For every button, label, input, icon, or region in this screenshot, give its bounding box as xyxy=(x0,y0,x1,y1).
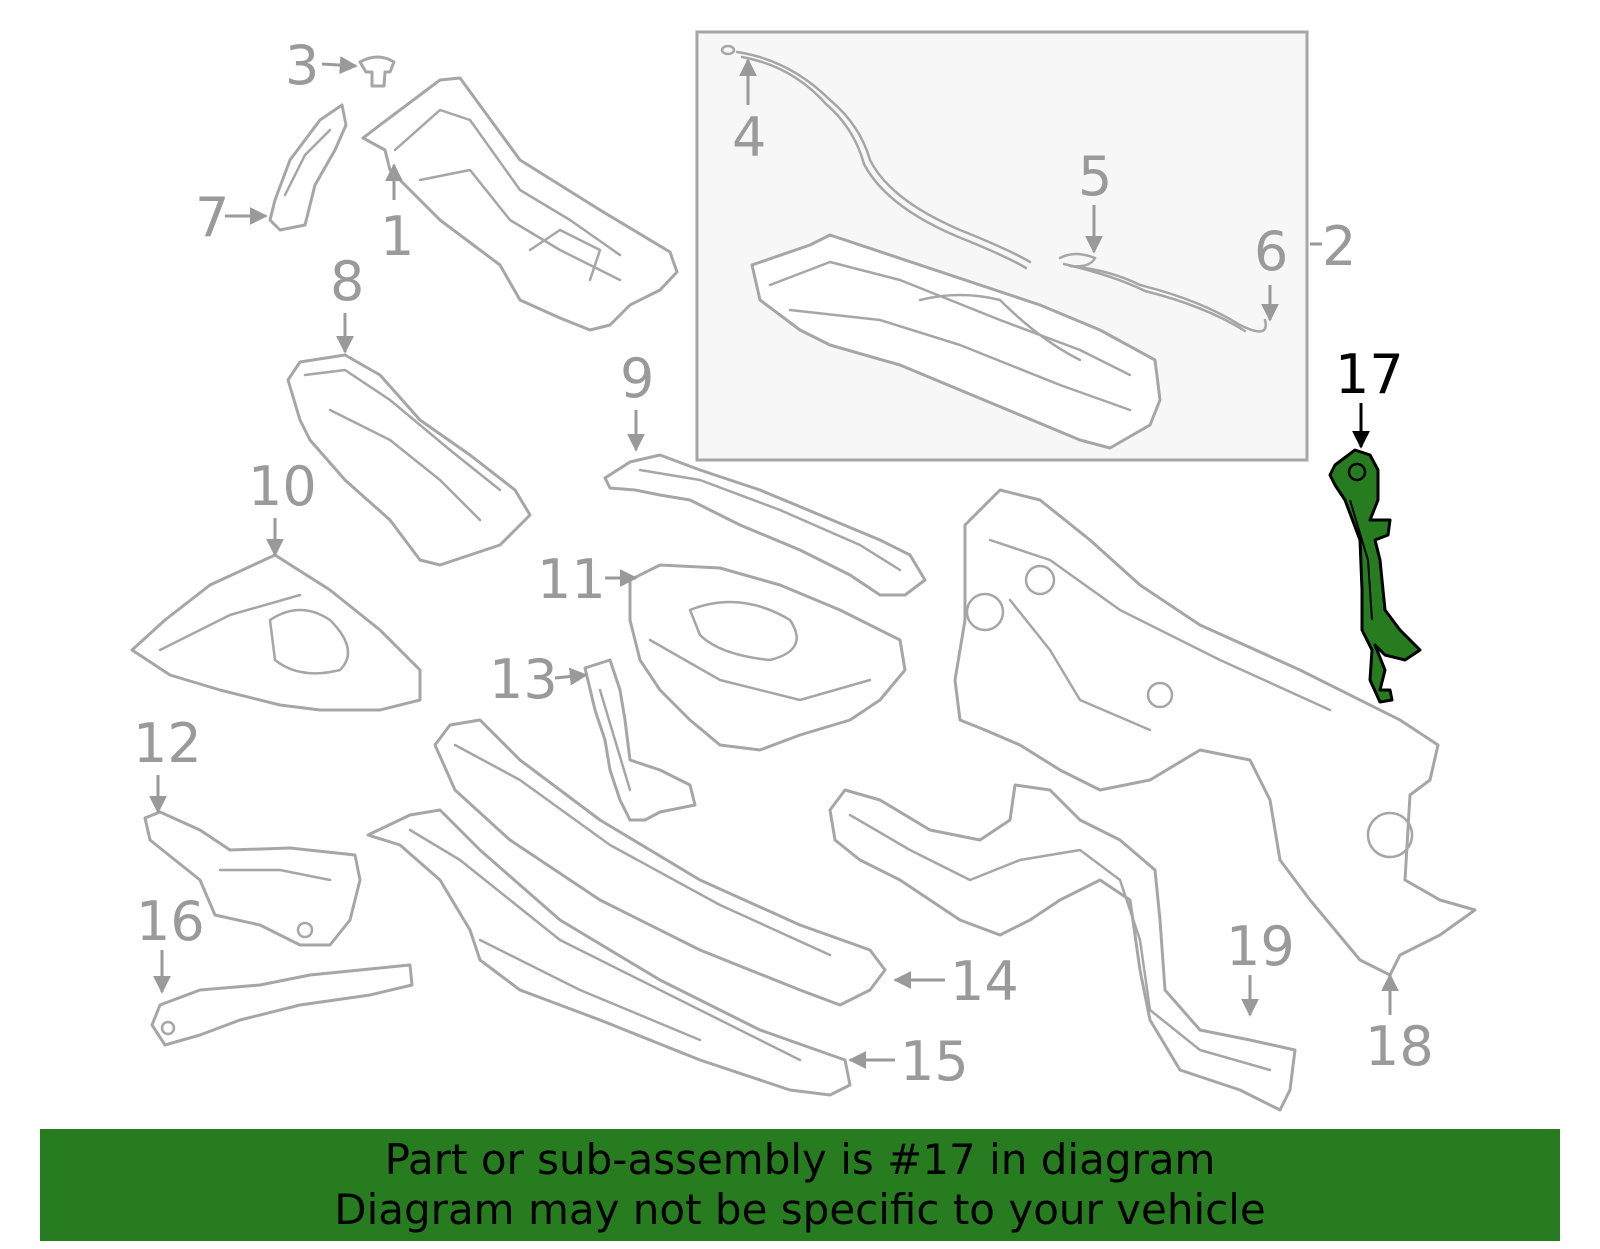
callout-2: 2 xyxy=(1322,215,1356,278)
callout-10: 10 xyxy=(248,455,317,518)
callout-11: 11 xyxy=(537,548,606,611)
part-11-insulator xyxy=(628,563,907,752)
callout-1: 1 xyxy=(380,205,414,268)
callout-13: 13 xyxy=(489,648,558,711)
banner-line-part-info: Part or sub-assembly is #17 in diagram xyxy=(384,1135,1216,1184)
part-10-insulator xyxy=(130,553,422,712)
part-17-highlighted[interactable] xyxy=(1328,448,1422,704)
callout-8: 8 xyxy=(330,250,364,313)
part-4-cable xyxy=(720,44,1032,270)
part-12-bracket xyxy=(143,810,362,947)
info-banner: Part or sub-assembly is #17 in diagram D… xyxy=(40,1129,1560,1241)
part-15-cowl-lower xyxy=(366,808,852,1097)
callout-17: 17 xyxy=(1335,343,1404,406)
part-5-6-hose xyxy=(1058,252,1267,333)
part-13-bracket xyxy=(583,658,697,822)
callouts: 1 2 3 4 5 6 7 8 9 10 11 12 13 14 15 16 1… xyxy=(133,34,1434,1093)
part-14-crossmember xyxy=(433,718,887,1007)
part-1-cowl-top xyxy=(361,76,679,332)
callout-16: 16 xyxy=(136,890,205,953)
callout-3: 3 xyxy=(285,34,319,97)
callout-18: 18 xyxy=(1365,1015,1434,1078)
part-19-side-member xyxy=(828,783,1297,1112)
callout-4: 4 xyxy=(732,106,766,169)
callout-6: 6 xyxy=(1254,220,1288,283)
leader-lines xyxy=(149,56,1399,1069)
callout-14: 14 xyxy=(950,950,1019,1013)
part-3-clip xyxy=(358,55,396,88)
banner-line-disclaimer: Diagram may not be specific to your vehi… xyxy=(334,1185,1266,1234)
callout-12: 12 xyxy=(133,712,202,775)
callout-5: 5 xyxy=(1078,145,1112,208)
callout-7: 7 xyxy=(195,186,229,249)
part-2-cowl-panel xyxy=(750,233,1162,450)
part-18-dash-panel xyxy=(953,488,1477,977)
callout-15: 15 xyxy=(900,1030,969,1093)
part-7-seal xyxy=(268,103,348,232)
part-8-panel xyxy=(286,353,532,567)
part-16-brace xyxy=(150,963,414,1047)
part-9-bracket xyxy=(603,453,927,597)
callout-19: 19 xyxy=(1226,915,1295,978)
callout-9: 9 xyxy=(620,347,654,410)
